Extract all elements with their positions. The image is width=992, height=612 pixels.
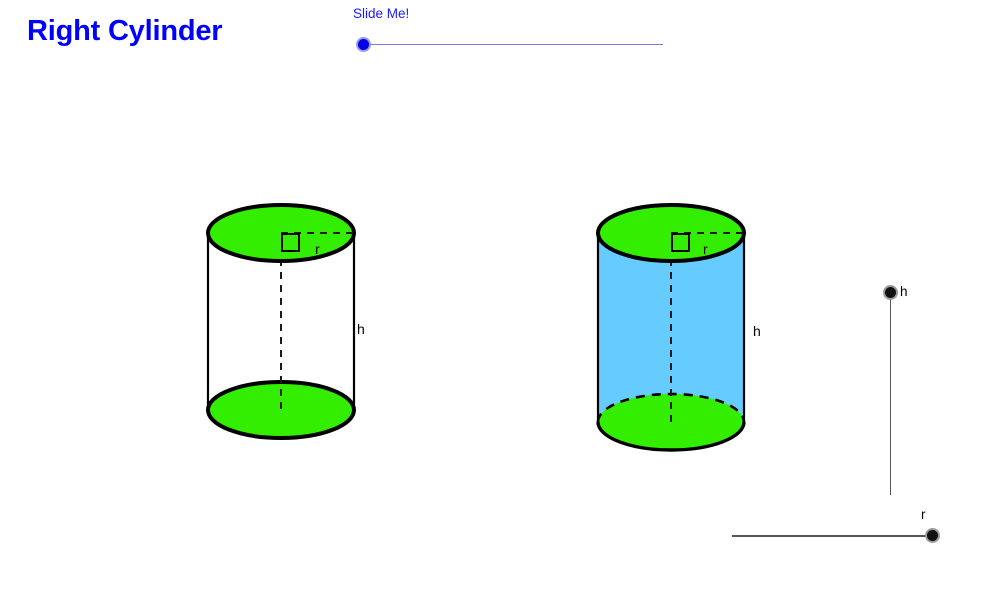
slide-me-slider[interactable] — [356, 36, 666, 53]
slide-me-slider-knob[interactable] — [356, 37, 371, 52]
right-cylinder-radius-label: r — [703, 241, 708, 257]
slide-me-slider-track[interactable] — [363, 43, 663, 46]
left-cylinder-figure — [195, 195, 375, 465]
radius-slider-knob[interactable] — [925, 528, 940, 543]
slide-me-caption: Slide Me! — [353, 6, 410, 21]
height-slider[interactable] — [882, 284, 900, 496]
left-cylinder-right-angle-marker — [281, 233, 300, 252]
right-cylinder-bottom-base-visible-arc — [596, 421, 746, 452]
page-title: Right Cylinder — [27, 15, 223, 47]
radius-slider[interactable] — [732, 527, 942, 545]
radius-slider-label: r — [921, 507, 926, 522]
left-cylinder-radius-label: r — [315, 241, 320, 257]
height-slider-track[interactable] — [890, 293, 892, 495]
right-cylinder-height-label: h — [753, 323, 761, 339]
right-cylinder-figure — [585, 195, 765, 465]
radius-slider-track[interactable] — [732, 535, 928, 537]
height-slider-knob[interactable] — [883, 285, 898, 300]
height-slider-label: h — [900, 284, 908, 299]
right-cylinder-right-angle-marker — [671, 233, 690, 252]
left-cylinder-drawing — [206, 203, 356, 440]
left-cylinder-height-label: h — [357, 321, 365, 337]
right-cylinder-drawing — [596, 203, 746, 452]
